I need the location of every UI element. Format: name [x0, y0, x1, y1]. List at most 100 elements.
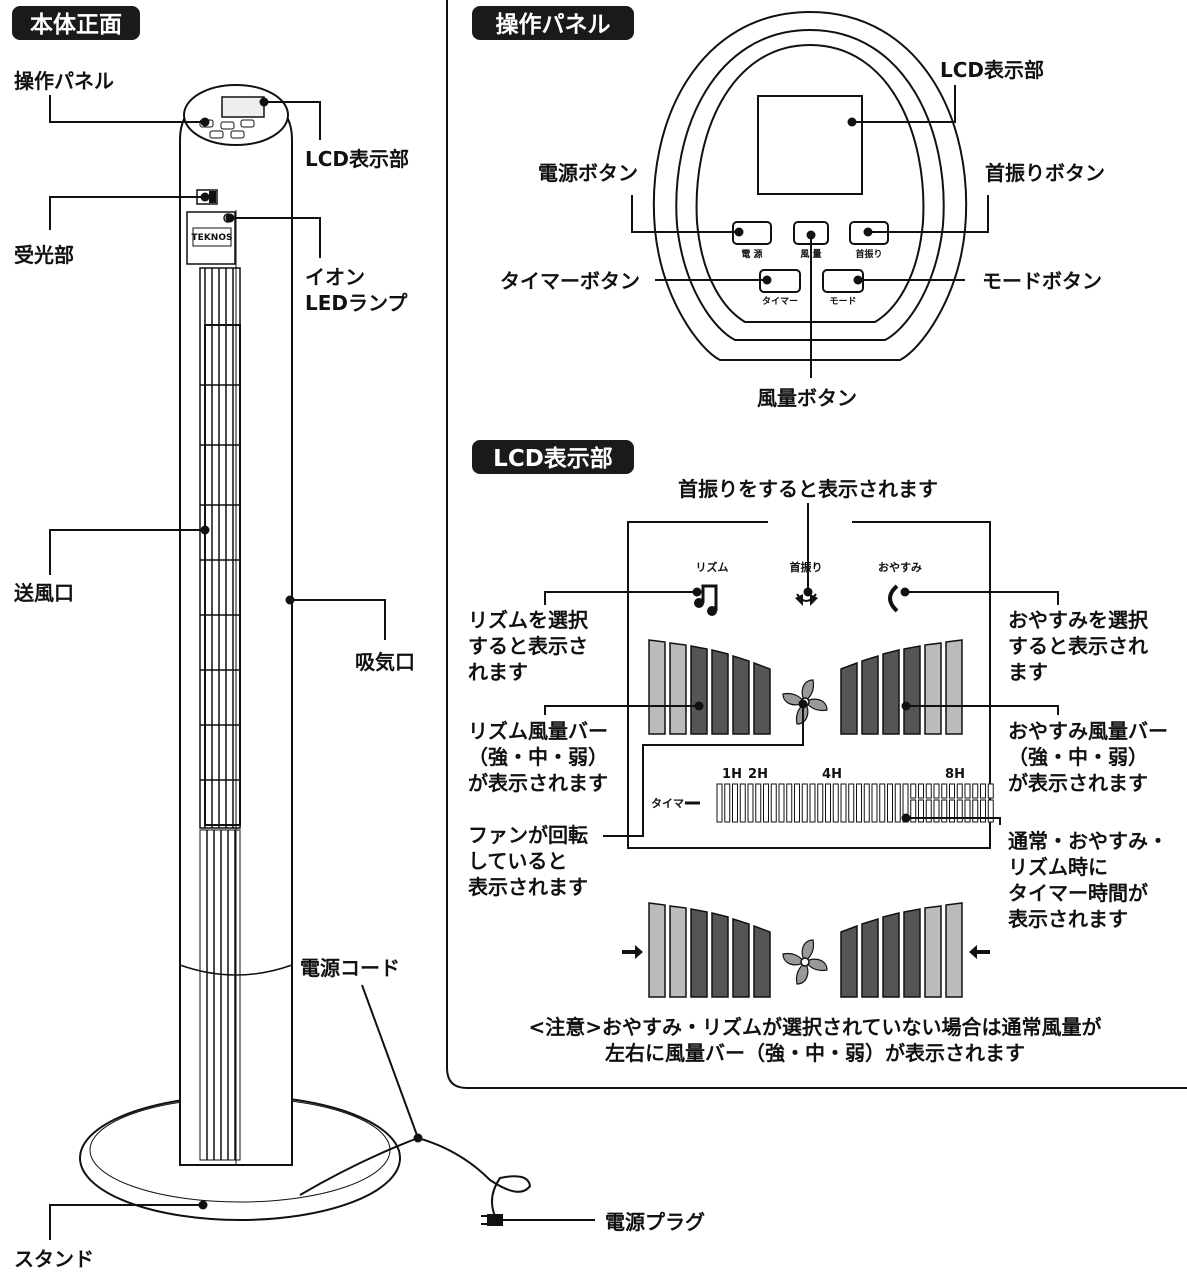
timer-segment	[972, 799, 979, 823]
label-intake: 吸気口	[355, 650, 415, 674]
timer-segment-top	[949, 783, 955, 799]
lcd-leaders	[544, 503, 1059, 837]
timer-segment	[809, 783, 816, 823]
timer-segment-top	[933, 783, 940, 799]
timer-segment	[910, 799, 917, 823]
timer-note-4: 表示されます	[1008, 907, 1128, 931]
timer-segment	[863, 783, 870, 823]
timer-segment	[747, 783, 754, 823]
swing-note: 首振りをすると表示されます	[678, 477, 938, 501]
power-cord	[299, 1136, 532, 1223]
sleep-select-1: おやすみを選択	[1008, 608, 1149, 632]
panel-leaders	[631, 85, 989, 378]
right-section-frame	[446, 0, 1187, 1089]
timer-segment	[801, 783, 808, 823]
rhythm-select-2: すると表示さ	[468, 634, 588, 658]
caution-line-2: 左右に風量バー（強・中・弱）が表示されます	[605, 1041, 1025, 1065]
header-lcd: LCD表示部	[472, 440, 634, 474]
label-plug: 電源プラグ	[605, 1210, 705, 1234]
rhythm-bar-2: （強・中・弱）	[468, 745, 608, 769]
normal-bars	[622, 902, 990, 998]
label-tower-lcd: LCD表示部	[305, 147, 409, 171]
tower-fan: TEKNOS	[79, 84, 532, 1226]
moon-icon	[888, 584, 899, 613]
timer-segment	[732, 783, 738, 823]
rhythm-select-1: リズムを選択	[468, 608, 589, 632]
fan-icon	[782, 679, 828, 725]
timer-segment	[856, 783, 862, 823]
header-lcd-text: LCD表示部	[493, 445, 613, 472]
timer-segment-top	[941, 783, 948, 799]
timer-segment	[763, 783, 769, 823]
header-body-front: 本体正面	[12, 6, 140, 40]
timer-note-3: タイマー時間が	[1008, 881, 1148, 905]
lcd-display: リズム 首振り おやすみ	[627, 521, 994, 849]
label-timer: タイマーボタン	[500, 269, 640, 293]
mode-button-label: モード	[829, 296, 856, 307]
timer-segment	[778, 783, 785, 823]
tower-leaders	[49, 95, 595, 1240]
timer-segment-top	[980, 783, 986, 799]
timer-segment	[840, 783, 847, 823]
icon-swing-label: 首振り	[790, 560, 823, 574]
fan-spin-2: していると	[468, 849, 567, 873]
timer-tick-4h: 4H	[822, 767, 842, 782]
timer-segment	[724, 783, 731, 823]
power-button-label: 電 源	[741, 248, 762, 260]
timer-segment	[987, 799, 994, 823]
timer-segment-top	[964, 783, 971, 799]
timer-segment	[949, 799, 955, 823]
sleep-bar-2: （強・中・弱）	[1008, 745, 1148, 769]
timer-segment	[964, 799, 971, 823]
timer-note-2: リズム時に	[1008, 855, 1108, 879]
sleep-select-2: すると表示され	[1008, 634, 1148, 658]
rhythm-bar-1: リズム風量バー	[468, 719, 608, 743]
tower-lcd	[221, 96, 265, 118]
timer-segment	[786, 783, 793, 823]
timer-segment-top	[925, 783, 932, 799]
label-ion-2: LEDランプ	[305, 291, 408, 315]
brand-logo: TEKNOS	[192, 233, 233, 243]
label-mode: モードボタン	[982, 269, 1102, 293]
timer-segment	[825, 783, 831, 823]
timer-tick-2h: 2H	[748, 767, 768, 782]
timer-segment	[832, 783, 839, 823]
swing-button-label: 首振り	[855, 248, 882, 260]
label-swing: 首振りボタン	[985, 161, 1105, 185]
label-power: 電源ボタン	[538, 161, 638, 185]
timer-segment	[716, 783, 723, 823]
timer-segment	[755, 783, 762, 823]
timer-segment	[925, 799, 932, 823]
timer-tick-1h: 1H	[722, 767, 742, 782]
timer-segment	[770, 783, 777, 823]
label-panel-lcd: LCD表示部	[940, 58, 1044, 82]
rhythm-bar-3: が表示されます	[468, 771, 608, 795]
timer-segment	[894, 783, 901, 823]
air-outlet-grille	[199, 267, 241, 829]
timer-segment	[918, 799, 924, 823]
timer-segment	[941, 799, 948, 823]
header-panel: 操作パネル	[472, 6, 634, 40]
label-ion-1: イオン	[305, 265, 365, 289]
timer-bars	[716, 783, 994, 823]
timer-segment	[739, 783, 746, 823]
timer-segment-top	[987, 783, 994, 799]
panel-lcd	[757, 95, 863, 195]
label-receiver: 受光部	[14, 243, 74, 267]
label-tower-panel: 操作パネル	[14, 69, 114, 93]
caution-line-1: <注意>おやすみ・リズムが選択されていない場合は通常風量が	[529, 1015, 1102, 1039]
sleep-select-3: ます	[1008, 660, 1048, 684]
timer-segment	[887, 783, 893, 823]
timer-segment	[879, 783, 886, 823]
rhythm-bars	[648, 639, 771, 735]
label-fan-speed: 風量ボタン	[757, 386, 857, 410]
timer-segment	[871, 783, 878, 823]
swing-arrows-icon	[795, 593, 818, 606]
icon-sleep-label: おやすみ	[878, 561, 922, 574]
rhythm-select-3: れます	[468, 660, 528, 684]
timer-note-1: 通常・おやすみ・	[1008, 829, 1168, 853]
timer-segment	[933, 799, 940, 823]
timer-segment	[956, 799, 963, 823]
music-note-icon	[694, 584, 718, 616]
timer-tick-8h: 8H	[945, 767, 965, 782]
